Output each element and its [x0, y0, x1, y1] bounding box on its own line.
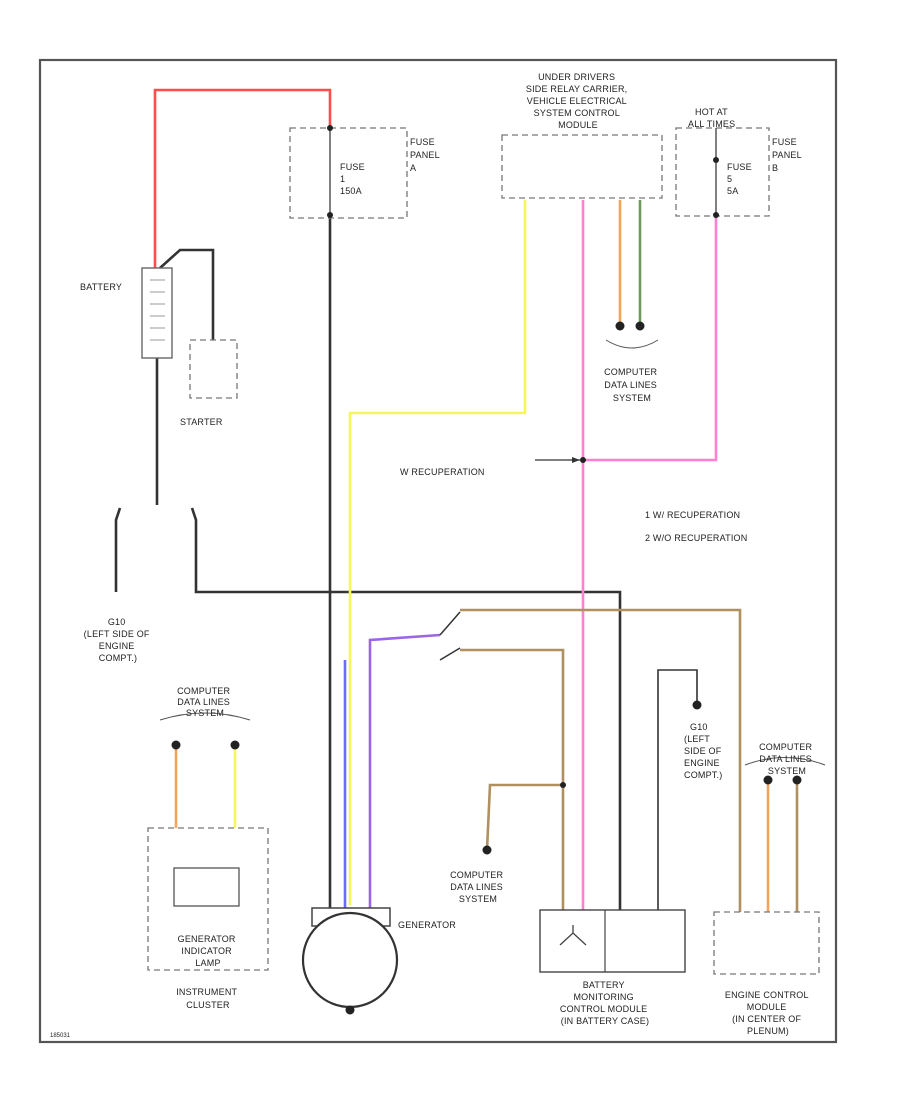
- ecm-label: ENGINE CONTROL MODULE (IN CENTER OF PLEN…: [725, 990, 811, 1036]
- wire-tan-ecm: [460, 608, 742, 912]
- cdl-ecm-label: COMPUTER DATA LINES SYSTEM: [759, 742, 815, 776]
- switch-lower: [439, 647, 461, 661]
- bcm-sensor-icon: [559, 925, 587, 946]
- generator-label: GENERATOR: [398, 920, 456, 930]
- ecm-box: [713, 911, 820, 975]
- fuse-panel-b-box: [675, 127, 770, 217]
- generator-lamp-symbol: [173, 867, 240, 907]
- starter-box: [189, 339, 238, 399]
- ground-right-label: G10 (LEFT SIDE OF ENGINE COMPT.): [684, 722, 724, 780]
- fuse-b-label: FUSE 5 5A: [727, 162, 755, 196]
- vesc-box: [501, 134, 663, 199]
- splice-dots: [171, 125, 802, 1015]
- wire-battery-starter: [159, 248, 215, 340]
- wire-pink-fuse-b: [583, 215, 718, 462]
- generator-lamp-label: GENERATOR INDICATOR LAMP: [178, 934, 239, 968]
- instrument-cluster-box: [147, 827, 269, 971]
- starter-label: STARTER: [180, 417, 223, 427]
- wire-tan-bcm: [460, 648, 565, 912]
- hot-at-all-times-label: HOT AT ALL TIMES: [688, 107, 735, 129]
- bcm-box: [539, 909, 686, 973]
- wire-red-battery: [153, 88, 332, 268]
- ground-left-label: G10 (LEFT SIDE OF ENGINE COMPT.): [84, 617, 153, 663]
- footer-id: 185031: [50, 1033, 71, 1039]
- fuse-panel-a-label: FUSE PANEL A: [410, 137, 442, 173]
- battery-label: BATTERY: [80, 282, 122, 292]
- diagram-frame: [38, 58, 838, 1044]
- wire-violet: [368, 633, 441, 910]
- wire-ground-left: [114, 507, 122, 592]
- legend-1: 1 W/ RECUPERATION: [645, 510, 740, 520]
- generator-symbol: [301, 911, 399, 1009]
- cdl-mid-label: COMPUTER DATA LINES SYSTEM: [450, 870, 506, 904]
- wire-tan-cdl: [485, 783, 563, 851]
- cdl-top-bracket: [605, 339, 659, 349]
- instrument-cluster-label: INSTRUMENT CLUSTER: [176, 987, 240, 1010]
- switch-upper: [439, 611, 461, 636]
- vesc-label: UNDER DRIVERS SIDE RELAY CARRIER, VEHICL…: [526, 72, 630, 130]
- battery-cells: [150, 279, 165, 341]
- wire-black-bcm: [190, 507, 622, 918]
- cdl-cluster-label: COMPUTER DATA LINES SYSTEM: [177, 686, 233, 718]
- fuse-a-label: FUSE 1 150A: [340, 162, 368, 196]
- recuperation-arrowhead: [572, 457, 580, 463]
- bcm-label: BATTERY MONITORING CONTROL MODULE (IN BA…: [560, 980, 650, 1026]
- fuse-panel-a-box: [289, 127, 408, 219]
- fuse-panel-b-label: FUSE PANEL B: [772, 137, 804, 173]
- battery-symbol: [141, 267, 173, 359]
- cdl-ecm-bracket: [744, 757, 826, 766]
- cdl-top-label: COMPUTER DATA LINES SYSTEM: [604, 367, 660, 403]
- cdl-cluster-bracket: [159, 712, 251, 721]
- wire-yellow: [348, 200, 527, 905]
- w-recuperation-label: W RECUPERATION: [400, 467, 485, 477]
- legend-2: 2 W/O RECUPERATION: [645, 533, 747, 543]
